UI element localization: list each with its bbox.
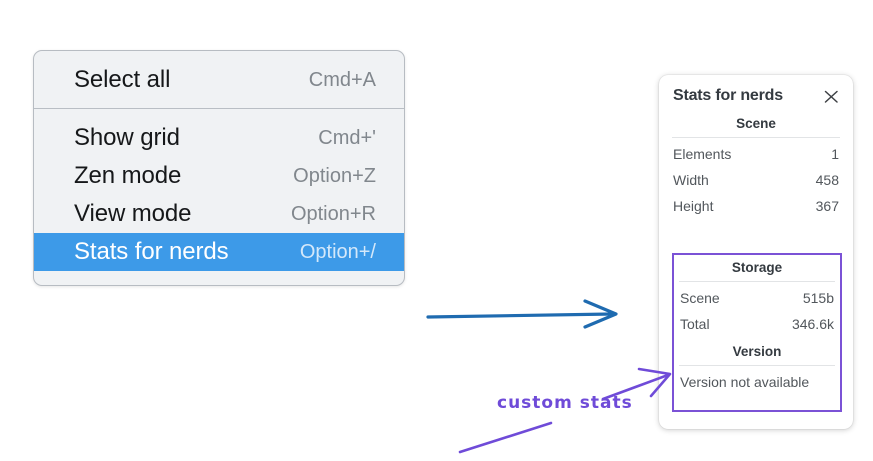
close-icon[interactable] bbox=[823, 88, 840, 105]
menu-item-label: View mode bbox=[74, 200, 192, 227]
menu-item-shortcut: Cmd+A bbox=[308, 68, 376, 91]
menu-item-shortcut: Cmd+' bbox=[318, 126, 376, 149]
section-divider bbox=[679, 281, 835, 282]
stat-row: Width 458 bbox=[671, 167, 841, 193]
blue-arrow-icon bbox=[426, 299, 618, 329]
custom-stats-region: Storage Scene 515b Total 346.6k Version … bbox=[672, 253, 842, 393]
stats-panel-title: Stats for nerds bbox=[673, 87, 783, 104]
purple-underline-stroke bbox=[458, 421, 553, 454]
menu-item-view-mode[interactable]: View mode Option+R bbox=[34, 195, 404, 233]
menu-item-label: Stats for nerds bbox=[74, 238, 229, 265]
stat-label: Total bbox=[680, 316, 710, 332]
version-status-text: Version not available bbox=[680, 374, 810, 390]
custom-stats-annotation-label: custom stats bbox=[497, 393, 633, 413]
stat-value: 1 bbox=[831, 146, 839, 162]
stat-value: 515b bbox=[802, 290, 834, 306]
menu-item-label: Select all bbox=[74, 66, 171, 93]
stat-label: Height bbox=[673, 198, 714, 214]
stat-label: Elements bbox=[673, 146, 732, 162]
stat-label: Scene bbox=[680, 290, 720, 306]
menu-item-shortcut: Option+/ bbox=[299, 240, 376, 263]
menu-group-view: Show grid Cmd+' Zen mode Option+Z View m… bbox=[34, 108, 404, 285]
menu-item-shortcut: Option+R bbox=[290, 202, 376, 225]
section-header-version: Version bbox=[732, 344, 782, 359]
section-divider bbox=[672, 137, 840, 138]
stats-for-nerds-panel: Stats for nerds Scene Elements 1 Width 4… bbox=[659, 75, 853, 429]
menu-group-select: Select all Cmd+A bbox=[34, 51, 404, 108]
section-divider bbox=[679, 365, 835, 366]
stats-panel-header: Stats for nerds bbox=[671, 87, 841, 105]
menu-item-select-all[interactable]: Select all Cmd+A bbox=[34, 61, 404, 99]
stat-row: Scene 515b bbox=[678, 285, 836, 311]
menu-item-label: Zen mode bbox=[74, 162, 182, 189]
context-menu[interactable]: Select all Cmd+A Show grid Cmd+' Zen mod… bbox=[33, 50, 405, 286]
menu-item-shortcut: Option+Z bbox=[293, 164, 376, 187]
stat-label: Width bbox=[673, 172, 709, 188]
section-header-storage: Storage bbox=[731, 260, 783, 275]
stat-value: 458 bbox=[815, 172, 839, 188]
menu-item-label: Show grid bbox=[74, 124, 180, 151]
menu-item-zen-mode[interactable]: Zen mode Option+Z bbox=[34, 157, 404, 195]
stat-row: Total 346.6k bbox=[678, 311, 836, 337]
stat-value: 367 bbox=[815, 198, 839, 214]
stat-row: Elements 1 bbox=[671, 141, 841, 167]
stat-row: Height 367 bbox=[671, 193, 841, 219]
menu-item-show-grid[interactable]: Show grid Cmd+' bbox=[34, 119, 404, 157]
stat-value: 346.6k bbox=[791, 316, 834, 332]
section-header-scene: Scene bbox=[736, 116, 776, 131]
menu-item-stats-for-nerds[interactable]: Stats for nerds Option+/ bbox=[34, 233, 404, 271]
